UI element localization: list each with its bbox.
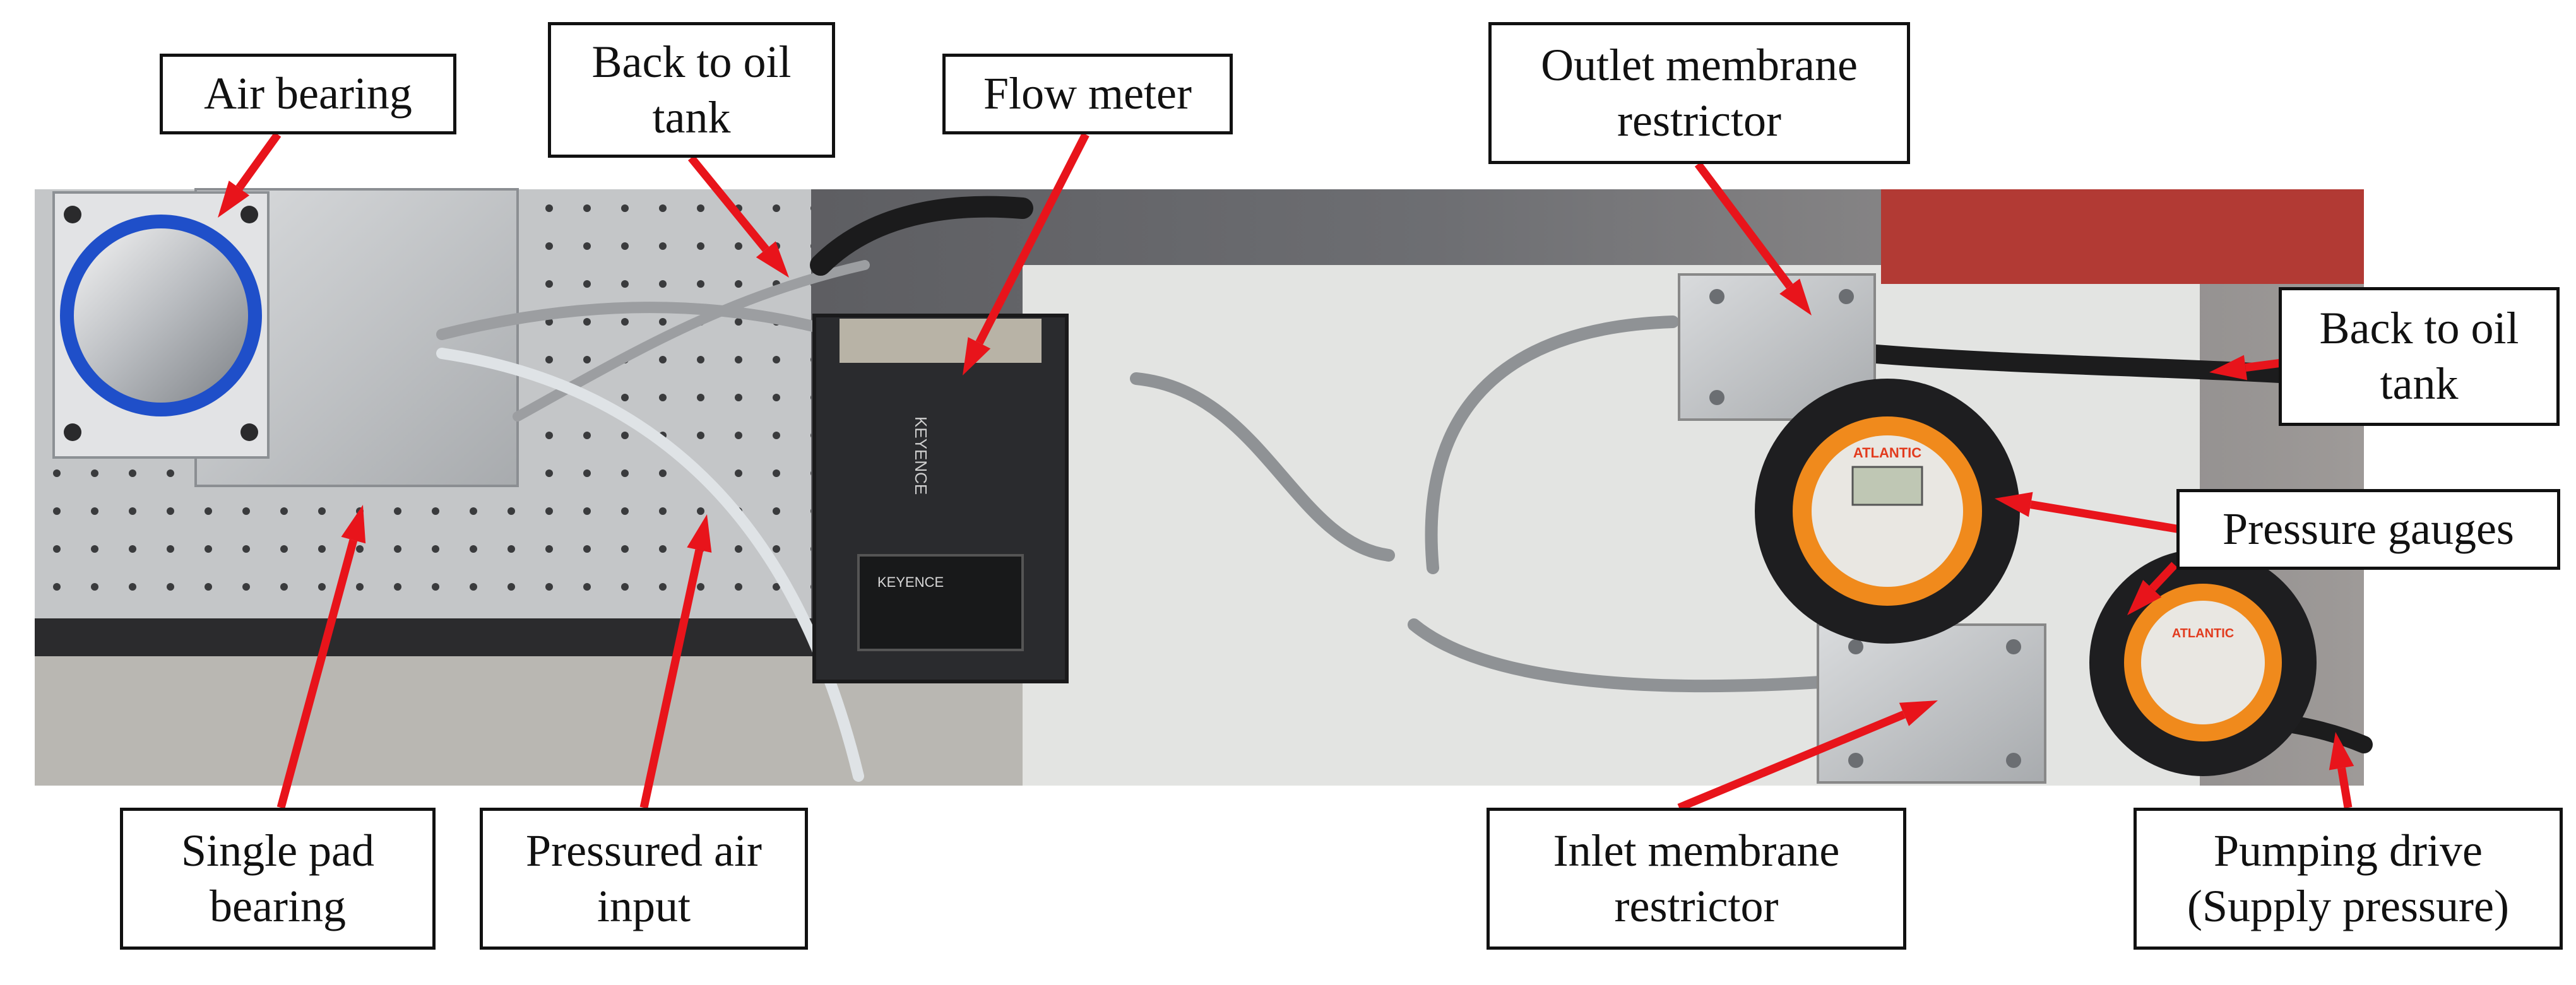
- bolt: [1709, 390, 1724, 405]
- arrow-shaft: [276, 539, 358, 809]
- hose-braided: [436, 302, 826, 340]
- arrow-head: [1899, 700, 1938, 726]
- gauge-lcd: [1851, 466, 1923, 506]
- label-lines: Flow meter: [983, 66, 1192, 122]
- arrow-shaft: [2030, 500, 2185, 534]
- label-line: Pressure gauges: [2223, 504, 2514, 555]
- arrow-head: [1779, 278, 1812, 316]
- label-line: Outlet membrane: [1541, 39, 1858, 90]
- arrow-head: [1995, 492, 2033, 517]
- air-bearing-device: [52, 188, 519, 487]
- label-line: input: [597, 880, 691, 931]
- label-line: Back to oil: [2319, 303, 2519, 354]
- label-pumping-drive: Pumping drive(Supply pressure): [2134, 808, 2563, 950]
- arrow-head: [963, 337, 991, 375]
- label-line: bearing: [210, 880, 346, 931]
- label-air-bearing: Air bearing: [160, 54, 456, 134]
- arrow-shaft: [1677, 711, 1906, 812]
- arrow-shaft: [975, 133, 1089, 345]
- bearing-disk: [74, 228, 248, 403]
- arrow-shaft: [639, 549, 704, 809]
- flow-meter-device: KEYENCE KEYENCE: [812, 314, 1069, 683]
- bolt: [64, 206, 81, 223]
- annotation-arrows: [218, 132, 2354, 812]
- label-line: Pressured air: [526, 825, 762, 876]
- label-line: Pumping drive: [2214, 825, 2483, 876]
- arrow-head: [687, 514, 712, 553]
- label-lines: Air bearing: [204, 66, 412, 122]
- gauge-brand-text: ATLANTIC: [1853, 445, 1921, 461]
- bolt: [1709, 289, 1724, 304]
- bolt: [64, 423, 81, 441]
- label-line: restrictor: [1617, 95, 1781, 146]
- gauge-face: [2141, 601, 2265, 724]
- bolt: [2006, 639, 2021, 654]
- label-line: Air bearing: [204, 68, 412, 119]
- arrow-shaft: [2245, 358, 2282, 372]
- arrow-shaft: [1694, 162, 1793, 289]
- label-line: Single pad: [181, 825, 374, 876]
- inlet-restrictor-device: [1817, 623, 2046, 784]
- pressure-gauge-1: ATLANTIC: [1755, 379, 2020, 644]
- label-line: Back to oil: [591, 36, 792, 87]
- bolt: [1848, 753, 1863, 768]
- hose-braided: [1425, 316, 1679, 574]
- arrow-head: [2127, 580, 2162, 615]
- label-line: Flow meter: [983, 68, 1192, 119]
- flow-meter-brand-text: KEYENCE: [877, 574, 944, 590]
- bolt: [240, 206, 258, 223]
- hose-braided: [1408, 618, 1837, 693]
- label-pressure-gauges: Pressure gauges: [2176, 489, 2560, 570]
- label-line: (Supply pressure): [2187, 880, 2509, 931]
- label-line: Inlet membrane: [1553, 825, 1840, 876]
- bolt: [1839, 289, 1854, 304]
- label-line: restrictor: [1614, 880, 1779, 931]
- gauge-brand-text: ATLANTIC: [2172, 627, 2235, 640]
- arrow-head: [218, 180, 250, 218]
- red-tank: [1881, 189, 2364, 284]
- pressure-gauge-2: ATLANTIC: [2089, 549, 2317, 776]
- arrow-head: [341, 505, 366, 544]
- hose-clear: [436, 348, 864, 782]
- arrow-shaft: [2337, 767, 2353, 809]
- arrow-shaft: [687, 155, 769, 252]
- hose-braided: [1130, 372, 1395, 562]
- bolt: [1848, 639, 1863, 654]
- arrow-shaft: [235, 132, 282, 191]
- arrow-head: [2209, 355, 2248, 380]
- bolt: [2006, 753, 2021, 768]
- hose-black: [810, 196, 1033, 276]
- arrow-head: [2329, 732, 2354, 770]
- label-lines: Pumping drive(Supply pressure): [2187, 823, 2509, 935]
- label-flow-meter: Flow meter: [942, 54, 1233, 134]
- flow-meter-display: [857, 554, 1024, 651]
- flow-meter-top: [840, 319, 1042, 363]
- arrow-head: [756, 241, 789, 278]
- arrow-shaft: [2149, 562, 2178, 592]
- gauge-face: [1812, 435, 1963, 587]
- label-line: tank: [2380, 358, 2459, 409]
- label-lines: Pressure gauges: [2223, 502, 2514, 557]
- bolt: [240, 423, 258, 441]
- flow-meter-brand-text: KEYENCE: [911, 416, 930, 495]
- label-line: tank: [652, 91, 731, 143]
